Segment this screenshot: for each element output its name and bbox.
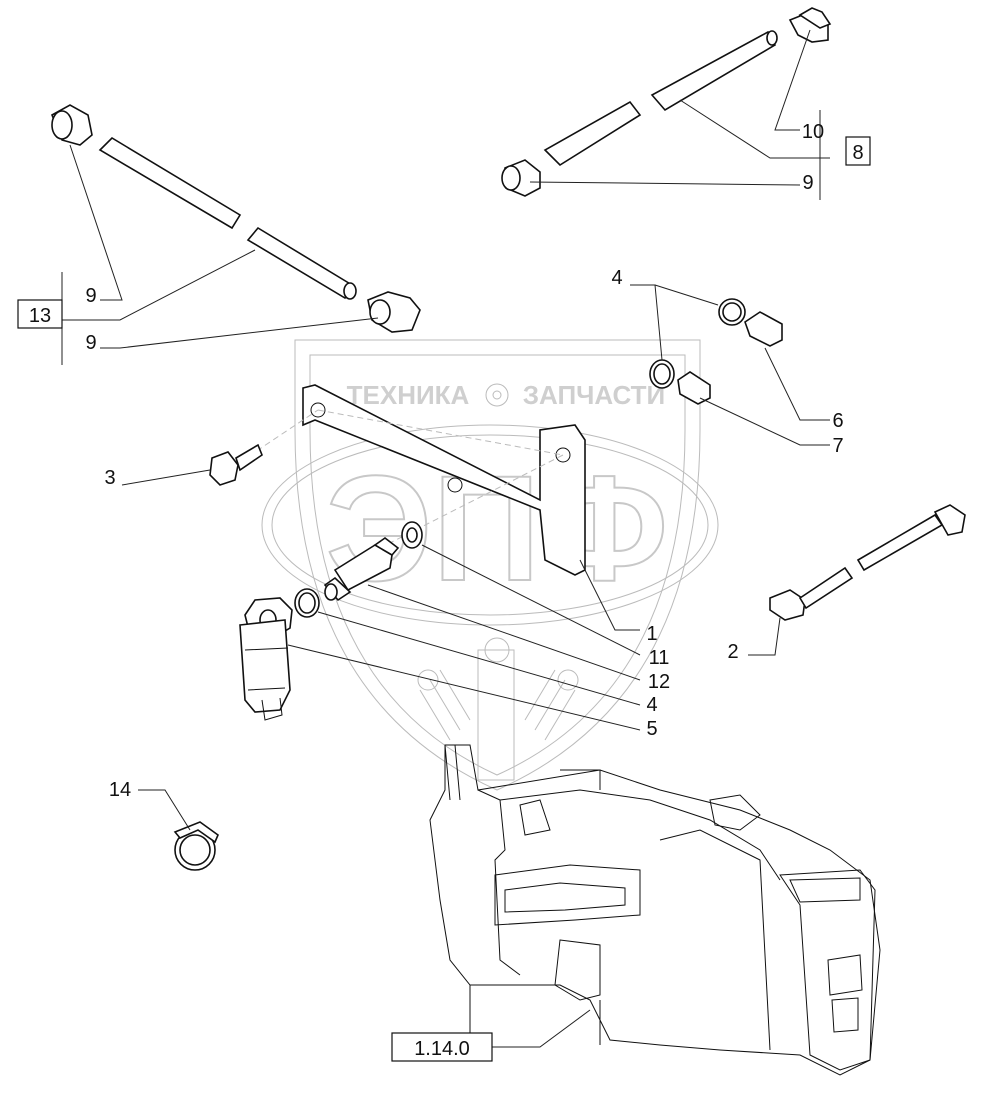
callout-box-13 [17,299,63,329]
bolt-3 [209,443,263,486]
hose-2 [769,504,966,621]
callout-6[interactable]: 6 [832,410,843,432]
callout-4-top[interactable]: 4 [611,267,622,289]
watermark-shield-outer [294,339,701,791]
callout-2[interactable]: 2 [727,641,738,663]
watermark-text-right: ЗАПЧАСТИ [523,380,666,410]
callout-10[interactable]: 10 [802,121,824,143]
callout-3[interactable]: 3 [104,467,115,489]
callout-4-bottom[interactable]: 4 [646,694,657,716]
callout-5[interactable]: 5 [646,718,657,740]
adapter-11-12 [323,521,423,602]
callout-9-left-top[interactable]: 9 [85,285,96,307]
callout-box-ref [391,1032,493,1062]
gear-icon [485,383,509,407]
callout-14[interactable]: 14 [109,779,131,801]
hose-assembly-13 [50,104,421,333]
callout-8[interactable]: 8 [852,142,863,164]
watermark-ellipse [261,424,719,626]
hose-assembly-8 [501,7,832,197]
callout-13[interactable]: 13 [29,305,51,327]
callout-12[interactable]: 12 [648,671,670,693]
leader-lines [61,29,830,1048]
clamp-14 [173,821,219,871]
fittings-group [649,298,783,405]
callout-11[interactable]: 11 [649,647,670,669]
callout-1[interactable]: 1 [646,623,657,645]
callout-box-8 [845,136,871,166]
callout-ref[interactable]: 1.14.0 [414,1038,470,1060]
watermark-logo: ЭПФ [326,444,669,612]
callout-7[interactable]: 7 [832,435,843,457]
watermark-text-left: ТЕХНИКА [347,380,470,410]
filter-5 [239,588,320,721]
callout-9-right[interactable]: 9 [802,172,813,194]
callout-labels: 1 2 3 4 4 5 6 7 8 9 9 9 10 11 12 13 14 1… [29,121,864,1060]
watermark: ТЕХНИКА ЗАПЧАСТИ ЭПФ [261,339,719,791]
callout-9-left-bottom[interactable]: 9 [85,332,96,354]
wheat-emblem [417,637,579,781]
watermark-shield-inner [309,354,686,776]
cab-assembly [429,744,881,1076]
